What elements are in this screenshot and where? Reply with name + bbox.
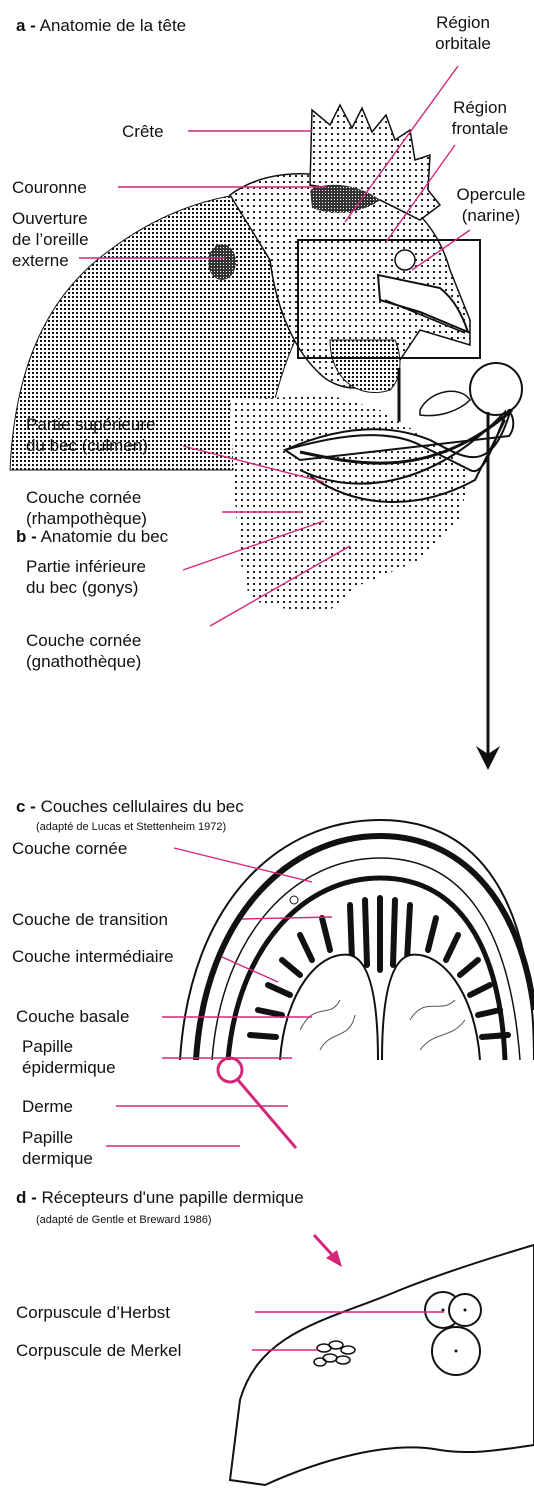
- arrow-c-to-d: [314, 1235, 342, 1267]
- section-d-credit: (adapté de Gentle et Breward 1986): [36, 1213, 212, 1227]
- dermal-papilla-illustration: [230, 1245, 534, 1485]
- section-b-heading: b - Anatomie du bec: [16, 527, 168, 547]
- section-a-letter: a -: [16, 16, 36, 35]
- arrow-b-to-c: [476, 412, 500, 770]
- label-ear-opening: Ouverture de l’oreille externe: [12, 208, 89, 271]
- label-intermediate-layer: Couche intermédiaire: [12, 946, 174, 967]
- label-herbst-corpuscle: Corpuscule d’Herbst: [16, 1302, 170, 1323]
- label-cornified-layer: Couche cornée: [12, 838, 127, 859]
- section-c-letter: c -: [16, 797, 36, 816]
- label-frontal-region: Région frontale: [428, 97, 532, 139]
- label-merkel-corpuscle: Corpuscule de Merkel: [16, 1340, 181, 1361]
- section-d-title: Récepteurs d'une papille dermique: [42, 1188, 304, 1207]
- section-a-title: Anatomie de la tête: [40, 16, 186, 35]
- section-c-heading: c - Couches cellulaires du bec: [16, 797, 244, 817]
- label-basal-layer: Couche basale: [16, 1006, 129, 1027]
- section-a-heading: a - Anatomie de la tête: [16, 16, 186, 36]
- label-epidermal-papilla: Papille épidermique: [22, 1036, 116, 1078]
- beak-illustration: [230, 363, 522, 610]
- section-c-title: Couches cellulaires du bec: [41, 797, 244, 816]
- label-transition-layer: Couche de transition: [12, 909, 168, 930]
- label-dermis: Derme: [22, 1096, 73, 1117]
- section-d-heading: d - Récepteurs d'une papille dermique: [16, 1188, 304, 1208]
- label-crest: Crête: [122, 121, 164, 142]
- label-rhampotheca: Couche cornée (rhampothèque): [26, 487, 147, 529]
- label-dermal-papilla: Papille dermique: [22, 1127, 93, 1169]
- section-c-credit: (adapté de Lucas et Stettenheim 1972): [36, 820, 226, 834]
- beak-layers-illustration: [180, 820, 534, 1148]
- label-gonys: Partie inférieure du bec (gonys): [26, 556, 146, 598]
- section-b-title: Anatomie du bec: [41, 527, 169, 546]
- label-operculum: Opercule (narine): [446, 184, 534, 226]
- label-orbital-region: Région orbitale: [418, 12, 508, 54]
- section-d-letter: d -: [16, 1188, 37, 1207]
- label-gnathotheca: Couche cornée (gnathothèque): [26, 630, 141, 672]
- label-culmen: Partie supérieure du bec (culmen): [26, 414, 155, 456]
- label-crown: Couronne: [12, 177, 87, 198]
- section-b-letter: b -: [16, 527, 37, 546]
